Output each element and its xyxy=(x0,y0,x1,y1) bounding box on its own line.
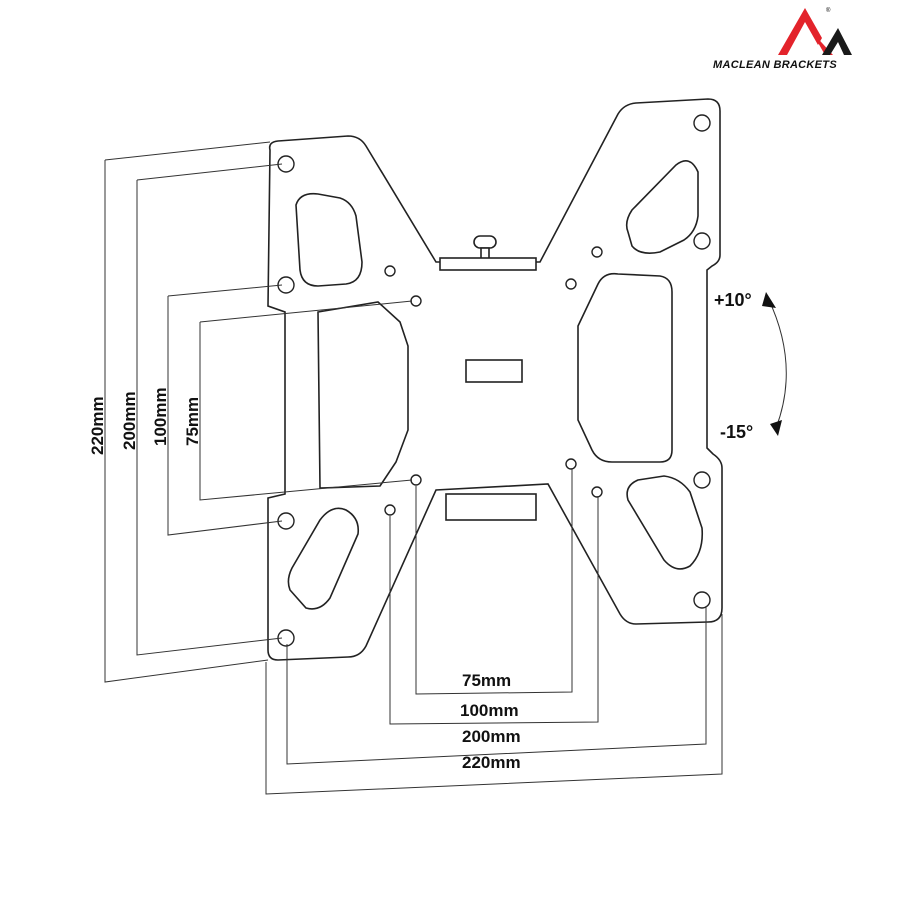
horizontal-dimension-lines xyxy=(265,468,723,795)
brand-name: MACLEAN BRACKETS xyxy=(713,59,837,71)
dim-75mm-horizontal: 75mm xyxy=(462,671,511,690)
dim-200mm-vertical: 200mm xyxy=(120,391,139,450)
tilt-arrow-icon xyxy=(762,292,787,436)
dim-220mm-horizontal: 220mm xyxy=(462,753,521,772)
brand-logo: ® MACLEAN BRACKETS xyxy=(713,7,852,71)
dim-75mm-vertical: 75mm xyxy=(183,397,202,446)
dim-220mm-vertical: 220mm xyxy=(88,396,107,455)
dim-200mm-horizontal: 200mm xyxy=(462,727,521,746)
dim-100mm-vertical: 100mm xyxy=(151,387,170,446)
tilt-lock-screw xyxy=(439,235,537,271)
svg-text:®: ® xyxy=(826,7,831,14)
tilt-up-label: +10° xyxy=(714,290,752,310)
vertical-dimension-lines xyxy=(104,141,413,683)
slots xyxy=(287,160,704,610)
tilt-down-label: -15° xyxy=(720,422,753,442)
mounting-holes xyxy=(277,114,711,647)
dim-100mm-horizontal: 100mm xyxy=(460,701,519,720)
